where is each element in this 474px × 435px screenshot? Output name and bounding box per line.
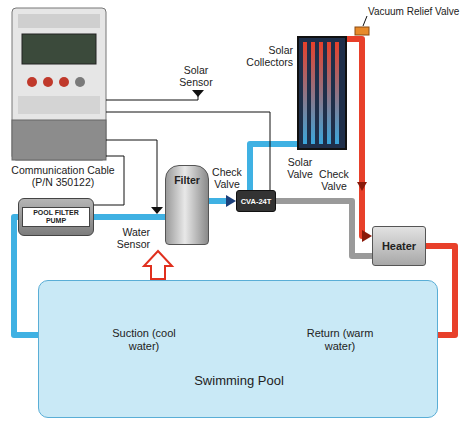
cable-label: Communication Cable (P/N 350122)	[4, 164, 122, 188]
valve-label: Solar Valve	[280, 156, 320, 180]
pipe	[276, 201, 372, 256]
sensor-label: Water Sensor	[100, 226, 150, 250]
controller-button	[27, 77, 37, 87]
pool-label: Return (warm water)	[297, 327, 383, 353]
controller-display	[22, 34, 96, 64]
pipe-connector	[94, 217, 165, 218]
pump-label: POOL FILTER PUMP	[22, 207, 90, 227]
arrow-head	[226, 195, 236, 207]
filter-tank: Filter	[165, 165, 209, 245]
arrow-head	[362, 230, 372, 242]
check-valve-label: Check Valve	[314, 168, 354, 192]
flow-arrow	[144, 251, 172, 279]
controller-housing	[12, 8, 106, 160]
vacuum-relief-valve	[355, 27, 369, 35]
collector-tubes	[299, 38, 345, 148]
collector-tube	[311, 42, 315, 144]
pool-region: Suction (cool water) Return (warm water) S…	[38, 280, 438, 418]
valve-label: Vacuum Relief Valve	[368, 6, 472, 18]
solar-collector-panel: Solar Collectors	[297, 36, 347, 150]
pipe	[94, 214, 165, 220]
heater-label: Heater	[382, 240, 416, 253]
collector-tube	[303, 42, 307, 144]
valve-label: CVA-24T	[241, 197, 272, 206]
sensor-wire	[106, 96, 198, 100]
pipe-connector	[276, 201, 372, 256]
water-sensor-symbol	[151, 207, 163, 214]
sensor-label: Solar Sensor	[168, 64, 224, 88]
pump-box: POOL FILTER PUMP	[18, 198, 94, 236]
pipe-connector	[209, 195, 236, 207]
controller-logo-strip	[18, 14, 100, 28]
pipe	[209, 198, 228, 204]
check-valve-label: Check Valve	[207, 166, 247, 190]
pool-label: Suction (cool water)	[107, 327, 181, 353]
valve-box: CVA-24T	[236, 190, 276, 212]
controller-button	[59, 77, 69, 87]
leader-line	[363, 16, 367, 26]
filter-label: Filter	[166, 174, 208, 186]
valve-wire	[106, 112, 270, 190]
collector-label: Solar Collectors	[233, 44, 293, 68]
controller-panel	[18, 96, 100, 114]
pool-title: Swimming Pool	[159, 373, 319, 388]
controller-base	[12, 120, 106, 160]
collector-tube	[335, 42, 339, 144]
check-valve-symbol	[357, 182, 367, 191]
heater-box: Heater	[372, 226, 426, 266]
collector-tube	[327, 42, 331, 144]
solar-sensor-symbol	[192, 90, 204, 97]
controller-button	[75, 77, 85, 87]
controller-button	[43, 77, 53, 87]
collector-tube	[319, 42, 323, 144]
communication-cable	[92, 156, 124, 205]
